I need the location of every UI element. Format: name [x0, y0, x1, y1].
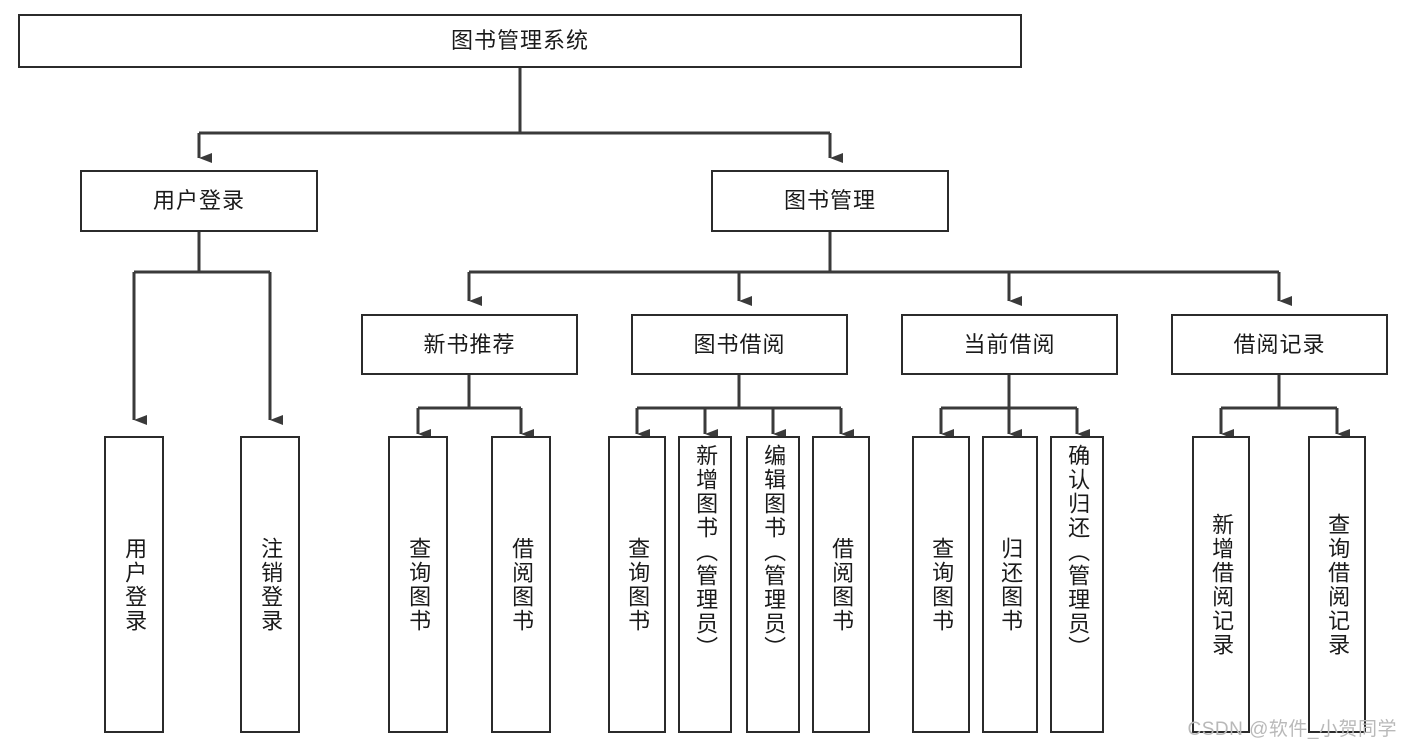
leaf-borrow-record-query-record[interactable]: 查询借阅记录: [1308, 436, 1366, 733]
leaf-new-book-query-book-label: 查询图书: [406, 536, 432, 633]
node-borrow-record[interactable]: 借阅记录: [1171, 314, 1388, 375]
csdn-watermark: CSDN @软件_小贺同学: [1187, 719, 1397, 740]
leaf-book-borrow-edit-book-admin[interactable]: 编辑图书（管理员）: [746, 436, 800, 733]
node-book-management[interactable]: 图书管理: [711, 170, 949, 232]
leaf-user-login-login-label: 用户登录: [122, 536, 148, 633]
leaf-borrow-record-query-record-label: 查询借阅记录: [1325, 512, 1351, 657]
node-current-borrow-label: 当前借阅: [963, 331, 1056, 357]
node-root-label: 图书管理系统: [450, 28, 589, 53]
node-borrow-record-label: 借阅记录: [1233, 331, 1326, 357]
leaf-current-borrow-confirm-return-admin[interactable]: 确认归还（管理员）: [1050, 436, 1104, 733]
node-book-borrow[interactable]: 图书借阅: [631, 314, 848, 375]
node-new-book-recommend-label: 新书推荐: [423, 331, 516, 357]
leaf-book-borrow-add-book-admin-label: 新增图书（管理员）: [693, 444, 719, 660]
leaf-current-borrow-return-book[interactable]: 归还图书: [982, 436, 1038, 733]
leaf-current-borrow-return-book-label: 归还图书: [998, 536, 1024, 633]
node-root-book-management-system[interactable]: 图书管理系统: [18, 14, 1022, 68]
leaf-book-borrow-edit-book-admin-label: 编辑图书（管理员）: [761, 444, 787, 660]
node-new-book-recommend[interactable]: 新书推荐: [361, 314, 578, 375]
leaf-user-login-logout-label: 注销登录: [258, 536, 284, 633]
node-book-management-label: 图书管理: [783, 188, 876, 213]
node-current-borrow[interactable]: 当前借阅: [901, 314, 1118, 375]
leaf-book-borrow-borrow-book-label: 借阅图书: [829, 536, 855, 633]
node-book-borrow-label: 图书借阅: [693, 331, 786, 357]
leaf-current-borrow-query-book-label: 查询图书: [929, 536, 955, 633]
leaf-book-borrow-query-book[interactable]: 查询图书: [608, 436, 666, 733]
leaf-book-borrow-add-book-admin[interactable]: 新增图书（管理员）: [678, 436, 732, 733]
leaf-user-login-logout[interactable]: 注销登录: [240, 436, 300, 733]
leaf-borrow-record-add-record[interactable]: 新增借阅记录: [1192, 436, 1250, 733]
leaf-borrow-record-add-record-label: 新增借阅记录: [1209, 512, 1235, 657]
node-user-login[interactable]: 用户登录: [80, 170, 318, 232]
leaf-current-borrow-confirm-return-admin-label: 确认归还（管理员）: [1065, 444, 1091, 660]
leaf-book-borrow-query-book-label: 查询图书: [625, 536, 651, 633]
leaf-new-book-borrow-book[interactable]: 借阅图书: [491, 436, 551, 733]
leaf-current-borrow-query-book[interactable]: 查询图书: [912, 436, 970, 733]
leaf-book-borrow-borrow-book[interactable]: 借阅图书: [812, 436, 870, 733]
leaf-user-login-login[interactable]: 用户登录: [104, 436, 164, 733]
leaf-new-book-borrow-book-label: 借阅图书: [509, 536, 535, 633]
node-user-login-label: 用户登录: [152, 188, 245, 213]
leaf-new-book-query-book[interactable]: 查询图书: [388, 436, 448, 733]
